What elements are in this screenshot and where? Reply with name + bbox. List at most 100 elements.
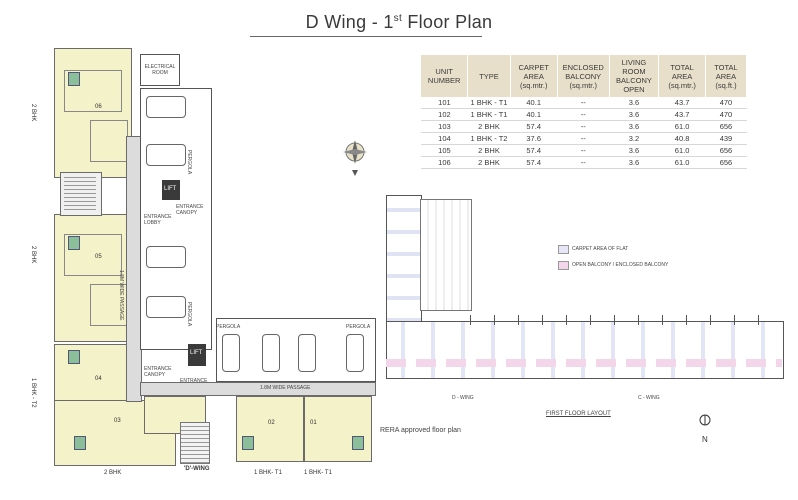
unit-number-01: 01 bbox=[310, 420, 317, 426]
cell: 61.0 bbox=[658, 156, 706, 169]
cell: 43.7 bbox=[658, 108, 706, 121]
cell: -- bbox=[557, 132, 610, 145]
cell: 1 BHK - T1 bbox=[467, 108, 511, 121]
entrance-canopy-lower: ENTRANCE CANOPY bbox=[144, 366, 172, 378]
key-plan-d-wing: D - WING bbox=[452, 395, 474, 401]
electrical-room bbox=[140, 54, 180, 86]
bath-02 bbox=[242, 436, 254, 450]
unit-number-05: 05 bbox=[95, 254, 102, 260]
vertical-passage-label: 1.8M WIDE PASSAGE bbox=[118, 270, 124, 321]
col-carpet-area: CARPET AREA (sq.mtr.) bbox=[510, 55, 558, 97]
cell: 103 bbox=[421, 120, 468, 133]
legend-balcony-label: OPEN BALCONY / ENCLOSED BALCONY bbox=[572, 262, 669, 268]
cell: 3.6 bbox=[609, 120, 659, 133]
cell: 2 BHK bbox=[467, 144, 511, 157]
cell: 37.6 bbox=[510, 132, 558, 145]
side-label-1bhk-t2: 1 BHK - T2 bbox=[30, 378, 36, 408]
unit-04-block bbox=[54, 344, 132, 406]
bottom-label-1bhk-t1-a: 1 BHK- T1 bbox=[254, 470, 282, 476]
cell: 57.4 bbox=[510, 120, 558, 133]
room-lines-06b bbox=[90, 120, 128, 162]
key-plan-balcony-row bbox=[386, 359, 782, 367]
car-7 bbox=[298, 334, 316, 372]
area-table: UNIT NUMBER TYPE CARPET AREA (sq.mtr.) E… bbox=[421, 55, 748, 169]
cell: 1 BHK - T1 bbox=[467, 97, 511, 109]
stair-lines bbox=[64, 176, 96, 210]
car-2 bbox=[146, 144, 186, 166]
cell: 1 BHK - T2 bbox=[467, 132, 511, 145]
pergola-label-bay-1: PERGOLA bbox=[216, 324, 241, 330]
key-plan-horizontal-strip bbox=[386, 321, 784, 379]
north-label: N bbox=[702, 435, 708, 444]
horizontal-passage-label: 1.8M WIDE PASSAGE bbox=[260, 385, 311, 391]
legend-carpet-swatch bbox=[558, 245, 569, 254]
entrance-lobby-upper: ENTRANCE LOBBY bbox=[144, 214, 172, 226]
cell: 101 bbox=[421, 97, 468, 109]
wing-label: 'D'-WING bbox=[184, 466, 210, 472]
title-underline bbox=[250, 36, 482, 37]
cell: -- bbox=[557, 120, 610, 133]
pergola-label-bay-2: PERGOLA bbox=[346, 324, 371, 330]
bath-06 bbox=[68, 72, 80, 86]
car-4 bbox=[146, 296, 186, 318]
unit-bottom-middle bbox=[144, 396, 206, 434]
cell: 40.8 bbox=[658, 132, 706, 145]
side-label-2bhk-mid: 2 BHK bbox=[30, 246, 36, 264]
side-label-2bhk-top: 2 BHK bbox=[30, 104, 36, 122]
car-6 bbox=[262, 334, 280, 372]
bath-01 bbox=[352, 436, 364, 450]
col-unit-number: UNIT NUMBER bbox=[421, 55, 469, 97]
north-arrow-icon bbox=[698, 413, 712, 433]
unit-01-block bbox=[304, 396, 372, 462]
legend-balcony-swatch bbox=[558, 261, 569, 270]
cell: 2 BHK bbox=[467, 120, 511, 133]
car-5 bbox=[222, 334, 240, 372]
rera-note: RERA approved floor plan bbox=[380, 427, 461, 434]
col-enclosed-balcony: ENCLOSED BALCONY (sq.mtr.) bbox=[557, 55, 610, 97]
lift-lower-label: LIFT bbox=[190, 350, 203, 356]
cell: 57.4 bbox=[510, 156, 558, 169]
unit-number-06: 06 bbox=[95, 104, 102, 110]
key-plan-upper-blocks bbox=[470, 315, 782, 325]
bath-04 bbox=[68, 350, 80, 364]
cell: 656 bbox=[705, 144, 747, 157]
key-plan: CARPET AREA OF FLAT OPEN BALCONY / ENCLO… bbox=[380, 195, 790, 445]
area-table-header-row: UNIT NUMBER TYPE CARPET AREA (sq.mtr.) E… bbox=[421, 55, 748, 97]
key-plan-vertical-wing-2 bbox=[420, 199, 472, 311]
first-floor-layout-label: FIRST FLOOR LAYOUT bbox=[546, 411, 611, 417]
cell: 656 bbox=[705, 120, 747, 133]
entrance-canopy-upper: ENTRANCE CANOPY bbox=[176, 204, 204, 216]
lift-lower bbox=[188, 344, 206, 366]
cell: 439 bbox=[705, 132, 747, 145]
cell: 470 bbox=[705, 97, 747, 109]
key-plan-c-wing: C - WING bbox=[638, 395, 660, 401]
cell: 61.0 bbox=[658, 144, 706, 157]
lift-upper-label: LIFT bbox=[164, 186, 177, 192]
cell: 3.6 bbox=[609, 108, 659, 121]
bottom-label-2bhk: 2 BHK bbox=[104, 470, 122, 476]
floor-plan: 06 05 04 03 2 BHK 2 BHK 1 BHK - T2 1.8M … bbox=[30, 40, 380, 480]
cell: 470 bbox=[705, 108, 747, 121]
room-lines-05 bbox=[64, 234, 122, 276]
bottom-label-1bhk-t1-b: 1 BHK- T1 bbox=[304, 470, 332, 476]
pergola-label-top: PERGOLA bbox=[186, 150, 192, 175]
car-3 bbox=[146, 246, 186, 268]
unit-05-block bbox=[54, 214, 132, 342]
cell: 3.2 bbox=[609, 132, 659, 145]
lift-upper bbox=[162, 180, 180, 200]
cell: 40.1 bbox=[510, 108, 558, 121]
col-type: TYPE bbox=[467, 55, 511, 97]
unit-06-block bbox=[54, 48, 132, 178]
cell: -- bbox=[557, 144, 610, 157]
room-lines-06 bbox=[64, 70, 122, 112]
cell: 3.6 bbox=[609, 97, 659, 109]
cell: 106 bbox=[421, 156, 468, 169]
cell: 43.7 bbox=[658, 97, 706, 109]
unit-number-02: 02 bbox=[268, 420, 275, 426]
cell: 61.0 bbox=[658, 120, 706, 133]
